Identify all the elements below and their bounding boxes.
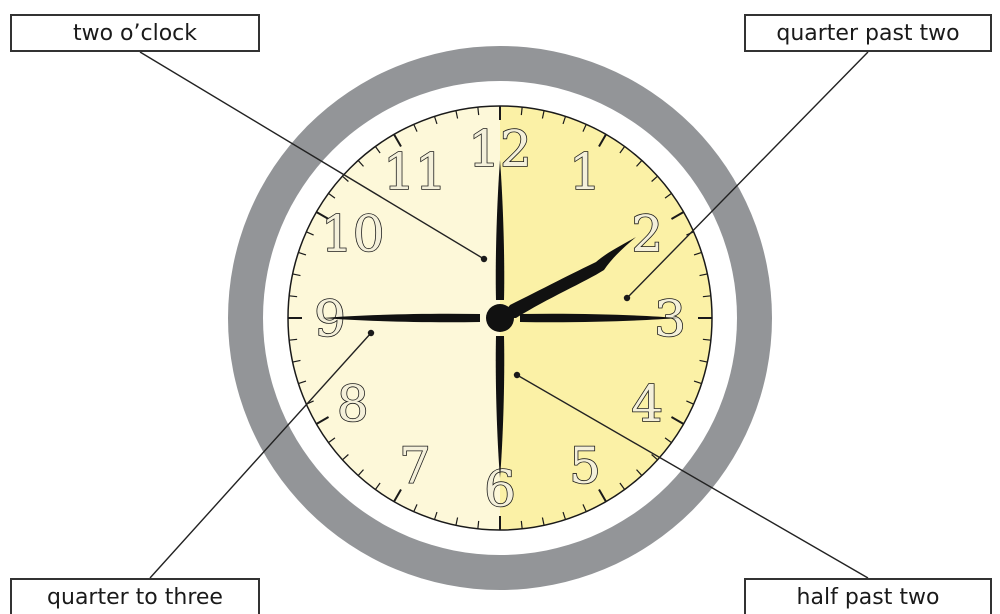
numeral-1: 1 <box>569 143 601 201</box>
label-two-oclock: two o’clock <box>10 14 260 52</box>
label-half-past-two: half past two <box>744 578 992 614</box>
dot-two-oclock <box>481 256 487 262</box>
numeral-8: 8 <box>337 375 369 433</box>
numeral-2: 2 <box>631 205 663 263</box>
dot-half-past-two <box>514 372 520 378</box>
numeral-10: 10 <box>321 205 385 263</box>
minute-tick <box>703 339 711 340</box>
minute-tick <box>478 107 479 115</box>
dot-quarter-to-three <box>368 330 374 336</box>
minute-tick <box>521 521 522 529</box>
label-quarter-past-two: quarter past two <box>744 14 992 52</box>
center-hub <box>486 304 514 332</box>
numeral-4: 4 <box>631 375 663 433</box>
minute-tick <box>521 107 522 115</box>
numeral-7: 7 <box>399 437 431 495</box>
numeral-11: 11 <box>383 143 447 201</box>
label-quarter-to-three: quarter to three <box>10 578 260 614</box>
dot-quarter-past-two <box>624 295 630 301</box>
numeral-5: 5 <box>569 437 601 495</box>
minute-tick <box>289 296 297 297</box>
minute-tick <box>703 296 711 297</box>
minute-tick <box>478 521 479 529</box>
minute-tick <box>289 339 297 340</box>
